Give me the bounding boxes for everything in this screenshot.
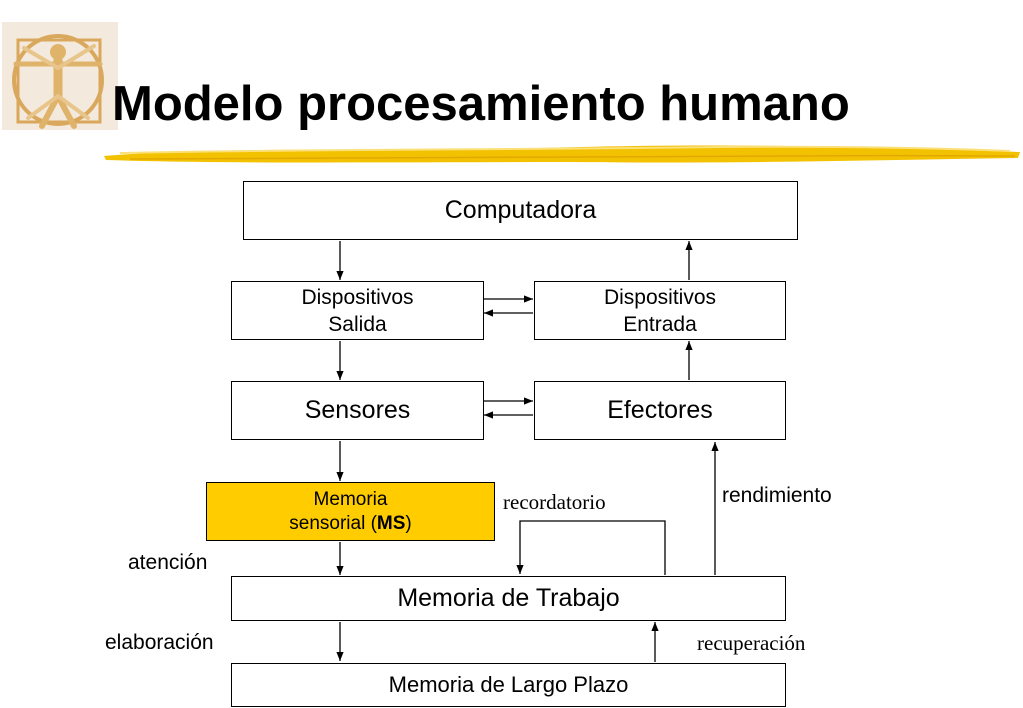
- label-elaboracion: elaboración: [105, 631, 214, 654]
- box-memoria-trabajo: Memoria de Trabajo: [231, 576, 786, 621]
- slide-title: Modelo procesamiento humano: [112, 77, 850, 131]
- box-dispositivos-salida: Dispositivos Salida: [231, 281, 484, 340]
- box-salida-line1: Dispositivos: [301, 285, 414, 309]
- box-ms-line1: Memoria: [313, 488, 388, 510]
- box-dispositivos-entrada: Dispositivos Entrada: [534, 281, 786, 340]
- box-memoria-sensorial: Memoria sensorial (MS): [206, 482, 495, 541]
- box-largo-label: Memoria de Largo Plazo: [388, 672, 629, 697]
- box-ms-abbrev: MS: [376, 512, 406, 534]
- box-entrada-line2: Entrada: [623, 312, 697, 336]
- box-efectores: Efectores: [534, 381, 786, 440]
- label-recordatorio: recordatorio: [503, 490, 606, 514]
- box-computadora-label: Computadora: [444, 196, 597, 224]
- box-trabajo-label: Memoria de Trabajo: [397, 584, 620, 612]
- box-computadora: Computadora: [243, 181, 798, 240]
- label-atencion: atención: [128, 551, 208, 574]
- box-ms-line2-suffix: ): [405, 512, 412, 534]
- box-ms-line2: sensorial (MS): [289, 512, 411, 536]
- vitruvian-man-icon: [2, 22, 118, 130]
- arrow-recordatorio-loop: [516, 520, 666, 575]
- box-salida-line2: Salida: [328, 312, 387, 336]
- box-memoria-largo-plazo: Memoria de Largo Plazo: [231, 663, 786, 707]
- label-rendimiento: rendimiento: [722, 484, 832, 507]
- box-efectores-label: Efectores: [607, 396, 713, 424]
- box-sensores-label: Sensores: [304, 396, 411, 424]
- brush-stroke-decoration: [104, 145, 1020, 163]
- box-ms-line2-prefix: sensorial (: [289, 512, 377, 534]
- box-sensores: Sensores: [231, 381, 484, 440]
- box-entrada-line1: Dispositivos: [603, 285, 717, 309]
- label-recuperacion: recuperación: [697, 631, 806, 655]
